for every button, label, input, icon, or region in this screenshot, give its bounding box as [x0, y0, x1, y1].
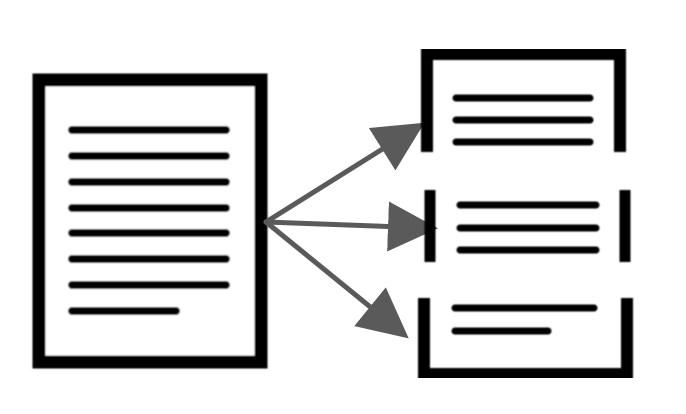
bottom-fragment-icon	[418, 298, 633, 380]
source-document-icon	[32, 73, 268, 369]
arrow-to-middle-fragment	[263, 201, 438, 252]
arrow-to-top-fragment	[263, 122, 425, 225]
arrow-to-bottom-fragment	[263, 219, 409, 339]
top-fragment-icon	[421, 48, 626, 152]
middle-fragment-icon	[424, 190, 631, 262]
source-text-lines	[68, 126, 230, 315]
split-arrows	[263, 122, 438, 339]
